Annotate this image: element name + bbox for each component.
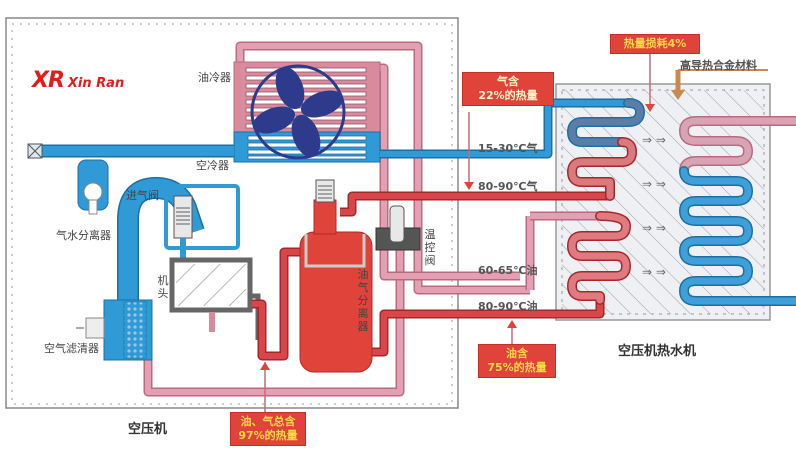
callout-heat-loss-line1: 热量损耗4% bbox=[623, 37, 687, 50]
fan-icon bbox=[250, 64, 346, 160]
temp-oil-return: 60-65℃油 bbox=[478, 264, 538, 277]
label-thermo-valve: 温控阀 bbox=[424, 228, 436, 267]
temp-oil-hot: 80-90℃油 bbox=[478, 300, 538, 313]
temp-gas-in: 15-30℃气 bbox=[478, 142, 538, 155]
callout-gas-heat: 气含 22%的热量 bbox=[462, 72, 554, 106]
compressor-enclosure-inner bbox=[11, 23, 453, 405]
svg-text:⇒ ⇒: ⇒ ⇒ bbox=[642, 221, 666, 235]
logo-mark: XR bbox=[32, 68, 65, 93]
callout-oil-heat-line1: 油含 bbox=[506, 347, 528, 360]
callout-gas-heat-line1: 气含 bbox=[497, 75, 519, 88]
callout-total-heat-line2: 97%的热量 bbox=[238, 429, 298, 442]
heater-coils-left bbox=[567, 98, 645, 305]
water-separator bbox=[77, 159, 109, 215]
callout-total-heat-line1: 油、气总含 bbox=[240, 415, 296, 428]
label-oil-gas-separator: 油气分离器 bbox=[357, 268, 369, 333]
svg-text:⇒ ⇒: ⇒ ⇒ bbox=[642, 133, 666, 147]
temp-gas-hot: 80-90℃气 bbox=[478, 180, 538, 193]
label-air-cooler: 空冷器 bbox=[196, 159, 229, 172]
label-intake-valve: 进气阀 bbox=[126, 189, 159, 202]
heat-transfer-arrows: ⇒ ⇒ ⇒ ⇒ ⇒ ⇒ ⇒ ⇒ bbox=[642, 133, 666, 279]
label-oil-cooler: 油冷器 bbox=[198, 71, 231, 84]
label-alloy-material: 高导热合金材料 bbox=[680, 59, 757, 72]
callout-total-heat: 油、气总含 97%的热量 bbox=[230, 412, 306, 446]
compressor-title: 空压机 bbox=[128, 422, 168, 437]
label-machine-head: 机头 bbox=[157, 274, 169, 300]
svg-text:⇒ ⇒: ⇒ ⇒ bbox=[642, 177, 666, 191]
label-air-filter: 空气滤清器 bbox=[44, 342, 99, 355]
intake-valve bbox=[173, 195, 193, 260]
label-water-separator: 气水分离器 bbox=[56, 229, 111, 242]
callout-heat-loss: 热量损耗4% bbox=[610, 34, 700, 54]
callout-gas-heat-line2: 22%的热量 bbox=[478, 89, 538, 102]
machine-head bbox=[169, 257, 261, 340]
heater-coils-right bbox=[679, 116, 796, 306]
heater-title: 空压机热水机 bbox=[618, 344, 697, 359]
intake-valve-frame bbox=[164, 184, 240, 250]
air-filter bbox=[76, 299, 153, 361]
callout-oil-heat-line2: 75%的热量 bbox=[487, 361, 547, 374]
oil-gas-separator bbox=[299, 179, 373, 373]
hot-line bbox=[209, 191, 610, 361]
svg-text:⇒ ⇒: ⇒ ⇒ bbox=[642, 265, 666, 279]
logo-text: Xin Ran bbox=[67, 76, 125, 91]
thermo-valve bbox=[375, 205, 421, 251]
callout-pointers bbox=[260, 52, 768, 412]
callout-oil-heat: 油含 75%的热量 bbox=[478, 344, 556, 378]
